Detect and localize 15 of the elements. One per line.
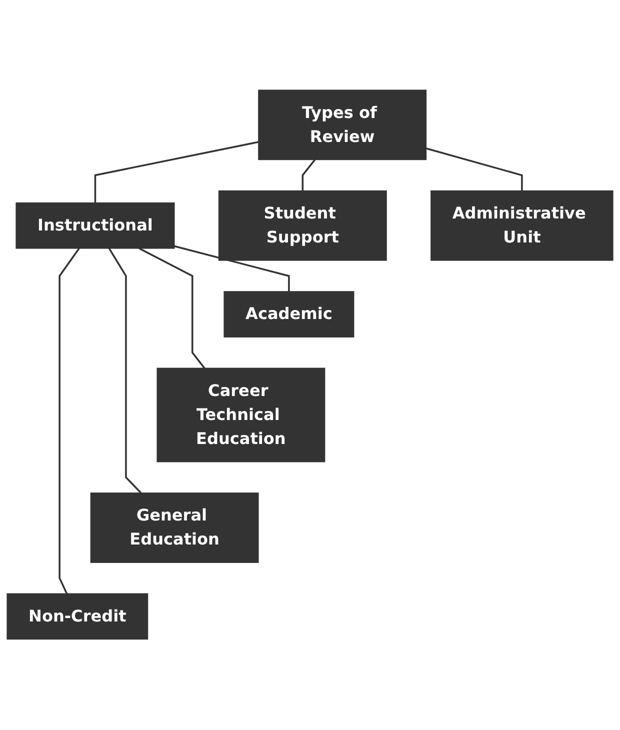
node-box: Academic [224,291,354,338]
connector [58,248,80,594]
node-box: Career Technical Education [156,368,326,463]
connector [302,159,316,192]
connector [94,141,259,204]
connector [138,248,206,370]
connector [426,148,523,192]
node-box: Instructional [16,202,175,250]
connector [108,248,142,494]
node-box: Student Support [218,190,387,262]
node-box: Administrative Unit [430,190,614,262]
connector [174,246,290,292]
node-box: Types of Review [258,90,427,160]
node-box: Non-Credit [6,594,148,640]
node-box: General Education [90,492,259,564]
